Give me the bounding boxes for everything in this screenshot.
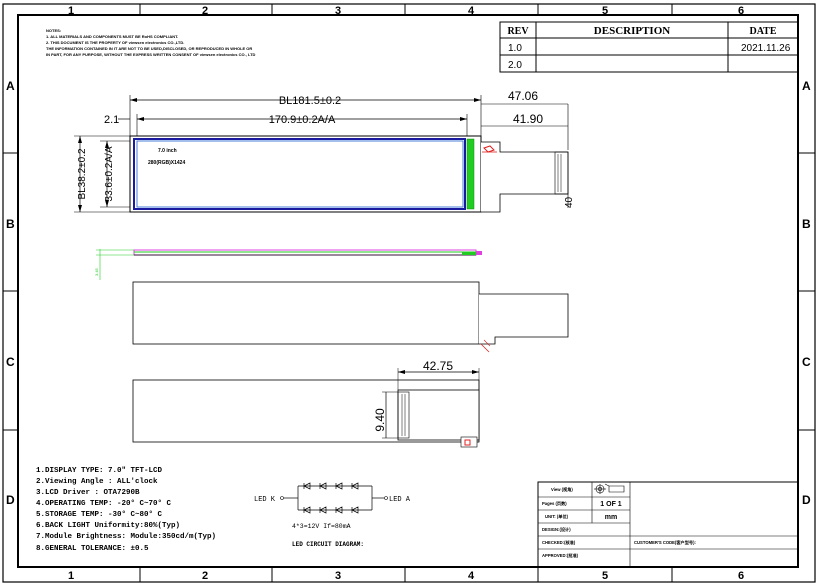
back-view-folded: 42.75 9.40 [132, 359, 480, 448]
notes-line: IN PART, FOR ANY PURPOSE, WITHOUT THE EX… [46, 52, 256, 57]
col-label: 6 [738, 570, 744, 582]
unit-value: mm [605, 514, 617, 521]
notes-line: 1. ALL MATERIALS AND COMPONENTS MUST BE … [46, 34, 178, 39]
col-label: 5 [602, 570, 608, 582]
back-view [132, 281, 569, 353]
row-label: C [802, 355, 811, 369]
row-label: D [6, 493, 15, 507]
col-label: 4 [468, 5, 475, 17]
row-label: A [6, 79, 15, 93]
panel-size-label: 7.0 inch [158, 148, 177, 154]
rev-cell: 2.0 [508, 60, 522, 71]
col-label: 4 [468, 570, 475, 582]
fpc-connector [554, 151, 569, 195]
active-area [133, 138, 466, 210]
notes-line: THE INFORMATION CONTAINED IN IT ARE NOT … [46, 46, 252, 51]
col-label: 3 [335, 5, 341, 17]
col-label: 1 [68, 5, 74, 17]
side-view: 3.45 [94, 249, 482, 280]
approved-label: APPROVED:(批准) [542, 552, 579, 559]
customer-code-label: CUSTOMER'S CODE(客户型号): [634, 539, 696, 546]
outer-border [2, 3, 816, 583]
led-circuit-title: LED CIRCUIT DIAGRAM: [292, 541, 364, 548]
notes-line: 2. THIS DOCUMENT IS THE PROPERTY OF view… [46, 40, 184, 45]
col-label: 3 [335, 570, 341, 582]
row-label: D [802, 493, 811, 507]
row-labels: A B C D A B C D [6, 79, 811, 507]
spec-line: 1.DISPLAY TYPE: 7.0" TFT-LCD [36, 467, 163, 475]
column-ticks [3, 4, 815, 582]
fpc-red-mark [483, 145, 495, 153]
col-label: 2 [202, 570, 208, 582]
revision-table: REV DESCRIPTION DATE 1.0 2021.11.26 2.0 [499, 21, 799, 73]
spec-line: 3.LCD Driver : OTA7290B [36, 489, 140, 497]
date-cell: 2021.11.26 [741, 43, 791, 54]
design-label: DESIGN:(设计) [542, 526, 571, 533]
rev-cell: 1.0 [508, 43, 522, 54]
dim-fpc-height: 40 [564, 196, 575, 208]
front-view: BL181.5±0.2 170.9±0.2A/A 2.1 47.06 41.90… [74, 89, 575, 213]
view-label: View (视角) [551, 486, 573, 493]
dim-left-offset: 2.1 [104, 114, 119, 126]
fpc-green-strip [466, 138, 475, 210]
col-label: 2 [202, 5, 208, 17]
row-label: A [802, 79, 811, 93]
spec-line: 2.Viewing Angle : ALL'clock [36, 478, 158, 486]
dim-fpc-width-bottom: 42.75 [423, 359, 453, 373]
dim-fpc-bottom-height: 9.40 [373, 408, 387, 432]
row-label: C [6, 355, 15, 369]
col-label: 1 [68, 570, 74, 582]
spec-line: 7.Module Brightness: Module:350cd/m(Typ) [36, 533, 216, 541]
led-circuit: LED K LED A 4*3=12V If=80mA LED CIRCUIT … [254, 482, 411, 548]
notes-heading: NOTES: [46, 28, 61, 33]
column-labels-top: 1 2 3 4 5 6 [68, 5, 744, 17]
row-label: B [802, 217, 811, 231]
spec-line: 8.GENERAL TOLERANCE: ±0.5 [36, 545, 149, 553]
led-diodes [303, 482, 359, 514]
title-block: View (视角) Pages (页数) UNIT: (单位) DESIGN:(… [537, 481, 799, 568]
projection-symbol-icon [594, 483, 625, 494]
led-formula: 4*3=12V If=80mA [292, 523, 351, 530]
date-header: DATE [749, 26, 776, 37]
spec-line: 4.OPERATING TEMP: -20° C~70° C [36, 499, 172, 508]
active-area-inner [136, 140, 464, 208]
dim-aa-height: 33.6±0.2A/A [104, 146, 115, 201]
dim-fpc-depth: 41.90 [513, 112, 543, 126]
dim-bl-width: BL181.5±0.2 [279, 95, 341, 107]
spec-line: 6.BACK LIGHT Uniformity:80%(Typ) [36, 522, 180, 530]
row-label: B [6, 217, 15, 231]
spec-line: 5.STORAGE TEMP: -30° C~80° C [36, 510, 163, 519]
unit-label: UNIT: (单位) [545, 513, 569, 520]
column-labels-bottom: 1 2 3 4 5 6 [68, 570, 744, 582]
pages-label: Pages (页数) [542, 500, 567, 507]
dim-aa-width: 170.9±0.2A/A [269, 114, 336, 126]
dim-total-depth: 47.06 [508, 89, 538, 103]
pages-value: 1 OF 1 [600, 501, 622, 508]
dim-thickness: 3.45 [94, 267, 99, 276]
backlight-outline [129, 135, 482, 213]
notes: NOTES: 1. ALL MATERIALS AND COMPONENTS M… [46, 28, 256, 57]
rev-header: REV [507, 26, 529, 37]
col-label: 5 [602, 5, 608, 17]
panel-resolution-label: 280(RGB)X1424 [148, 160, 185, 166]
description-header: DESCRIPTION [594, 25, 670, 37]
dim-bl-height: BL38.2±0.2 [77, 148, 88, 200]
col-label: 6 [738, 5, 744, 17]
led-k-label: LED K [254, 496, 276, 504]
led-a-label: LED A [389, 496, 411, 504]
checked-label: CHECKED:(核准) [542, 539, 576, 546]
spec-list: 1.DISPLAY TYPE: 7.0" TFT-LCD 2.Viewing A… [36, 467, 216, 553]
